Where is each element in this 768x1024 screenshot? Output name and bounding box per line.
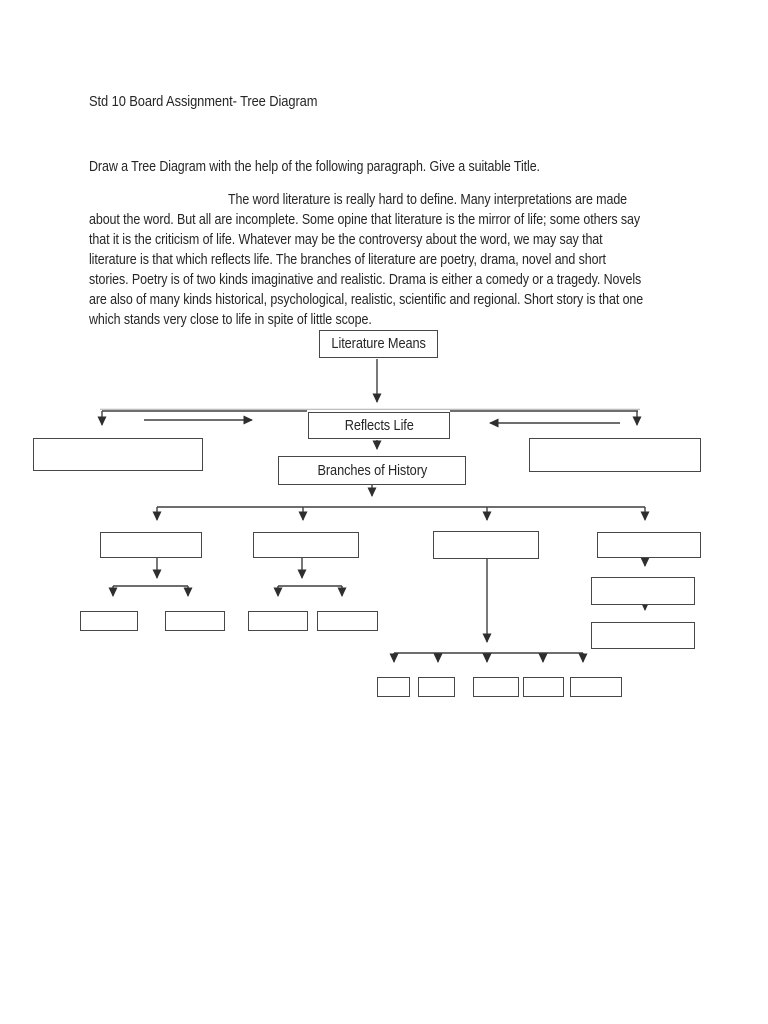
page-title: Std 10 Board Assignment- Tree Diagram	[89, 93, 318, 110]
paragraph-line: are also of many kinds historical, psych…	[89, 292, 644, 308]
node-label: Branches of History	[317, 462, 427, 479]
empty-box-left-of-reflects	[33, 438, 203, 471]
node-label: Literature Means	[331, 336, 426, 352]
node-label: Reflects Life	[344, 417, 414, 434]
branch-box-1	[100, 532, 202, 558]
leaf-box-3-3	[473, 677, 519, 697]
leaf-box-3-1	[377, 677, 410, 697]
leaf-box-1-2	[165, 611, 225, 631]
chain-box-4-1	[591, 577, 695, 605]
paragraph-line: which stands very close to life in spite…	[89, 312, 372, 328]
paragraph-line: that it is the criticism of life. Whatev…	[89, 232, 603, 248]
branch-box-2	[253, 532, 359, 558]
leaf-box-3-2	[418, 677, 455, 697]
leaf-box-1-1	[80, 611, 138, 631]
chain-box-4-2	[591, 622, 695, 649]
paragraph-line: stories. Poetry is of two kinds imaginat…	[89, 272, 642, 288]
leaf-box-3-4	[523, 677, 564, 697]
empty-box-right-of-reflects	[529, 438, 701, 472]
branch-box-3	[433, 531, 539, 559]
branch-box-4	[597, 532, 701, 558]
paragraph-line: literature is that which reflects life. …	[89, 252, 606, 268]
leaf-box-2-2	[317, 611, 378, 631]
leaf-box-3-5	[570, 677, 622, 697]
node-branches-of-history: Branches of History	[278, 456, 466, 485]
paragraph-line: about the word. But all are incomplete. …	[89, 212, 641, 228]
leaf-box-2-1	[248, 611, 308, 631]
paragraph-line: The word literature is really hard to de…	[228, 192, 628, 208]
instruction-line: Draw a Tree Diagram with the help of the…	[89, 159, 540, 175]
node-reflects-life: Reflects Life	[308, 412, 450, 439]
node-literature-means: Literature Means	[319, 330, 438, 358]
